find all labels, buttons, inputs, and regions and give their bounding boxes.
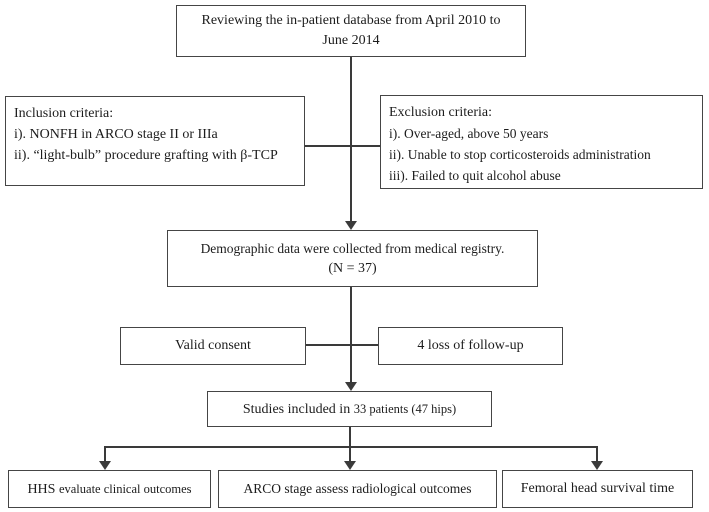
- studies-included-box: Studies included in 33 patients (47 hips…: [207, 391, 492, 427]
- loss-of-followup-label: 4 loss of follow-up: [417, 338, 524, 353]
- arrow-down-icon: [591, 461, 603, 470]
- exclusion-item-3: iii). Failed to quit alcohol abuse: [389, 168, 561, 183]
- valid-consent-label: Valid consent: [175, 338, 251, 353]
- exclusion-item-1: i). Over-aged, above 50 years: [389, 126, 549, 141]
- arrow-down-icon: [344, 461, 356, 470]
- studies-included-part-1: Studies included in: [242, 401, 351, 417]
- hhs-outcome-part-2: evaluate clinical outcomes: [58, 481, 192, 496]
- inclusion-title: Inclusion criteria:: [14, 106, 114, 121]
- exclusion-title: Exclusion criteria:: [389, 105, 493, 120]
- review-line-2: June 2014: [322, 33, 380, 48]
- review-database-box: Reviewing the in-patient database from A…: [176, 5, 526, 57]
- arrow-down-icon: [345, 382, 357, 391]
- branch-stub-right: [596, 446, 598, 461]
- connector-demographic-to-studies: [350, 287, 352, 382]
- loss-of-followup-box: 4 loss of follow-up: [378, 327, 563, 365]
- femoral-survival-label: Femoral head survival time: [520, 481, 675, 496]
- exclusion-item-2: ii). Unable to stop corticosteroids admi…: [389, 147, 651, 162]
- studies-included-part-2: 33 patients (47 hips): [353, 401, 457, 416]
- inclusion-item-2: ii). “light-bulb” procedure grafting wit…: [14, 148, 278, 163]
- exclusion-criteria-box: Exclusion criteria: i). Over-aged, above…: [380, 95, 703, 189]
- review-line-1: Reviewing the in-patient database from A…: [201, 13, 501, 28]
- studies-included-label: Studies included in 33 patients (47 hips…: [243, 399, 456, 420]
- connector-review-to-demographic: [350, 57, 352, 222]
- connector-consent-to-loss: [306, 344, 378, 346]
- branch-stub-left: [104, 446, 106, 461]
- connector-inclusion-to-exclusion: [305, 145, 380, 147]
- connector-studies-to-branch: [349, 427, 351, 461]
- hhs-outcome-box: HHS evaluate clinical outcomes: [8, 470, 211, 508]
- arco-outcome-label: ARCO stage assess radiological outcomes: [243, 481, 472, 496]
- branch-horizontal-line: [104, 446, 598, 448]
- arco-outcome-box: ARCO stage assess radiological outcomes: [218, 470, 497, 508]
- arrow-down-icon: [345, 221, 357, 230]
- inclusion-criteria-box: Inclusion criteria: i). NONFH in ARCO st…: [5, 96, 305, 186]
- valid-consent-box: Valid consent: [120, 327, 306, 365]
- arrow-down-icon: [99, 461, 111, 470]
- demographic-line-1: Demographic data were collected from med…: [200, 240, 505, 256]
- inclusion-item-1: i). NONFH in ARCO stage II or IIIa: [14, 127, 218, 142]
- hhs-outcome-label: HHS evaluate clinical outcomes: [27, 479, 191, 500]
- demographic-data-box: Demographic data were collected from med…: [167, 230, 538, 287]
- hhs-outcome-part-1: HHS: [27, 481, 56, 497]
- demographic-line-2: (N = 37): [328, 260, 377, 276]
- femoral-survival-box: Femoral head survival time: [502, 470, 693, 508]
